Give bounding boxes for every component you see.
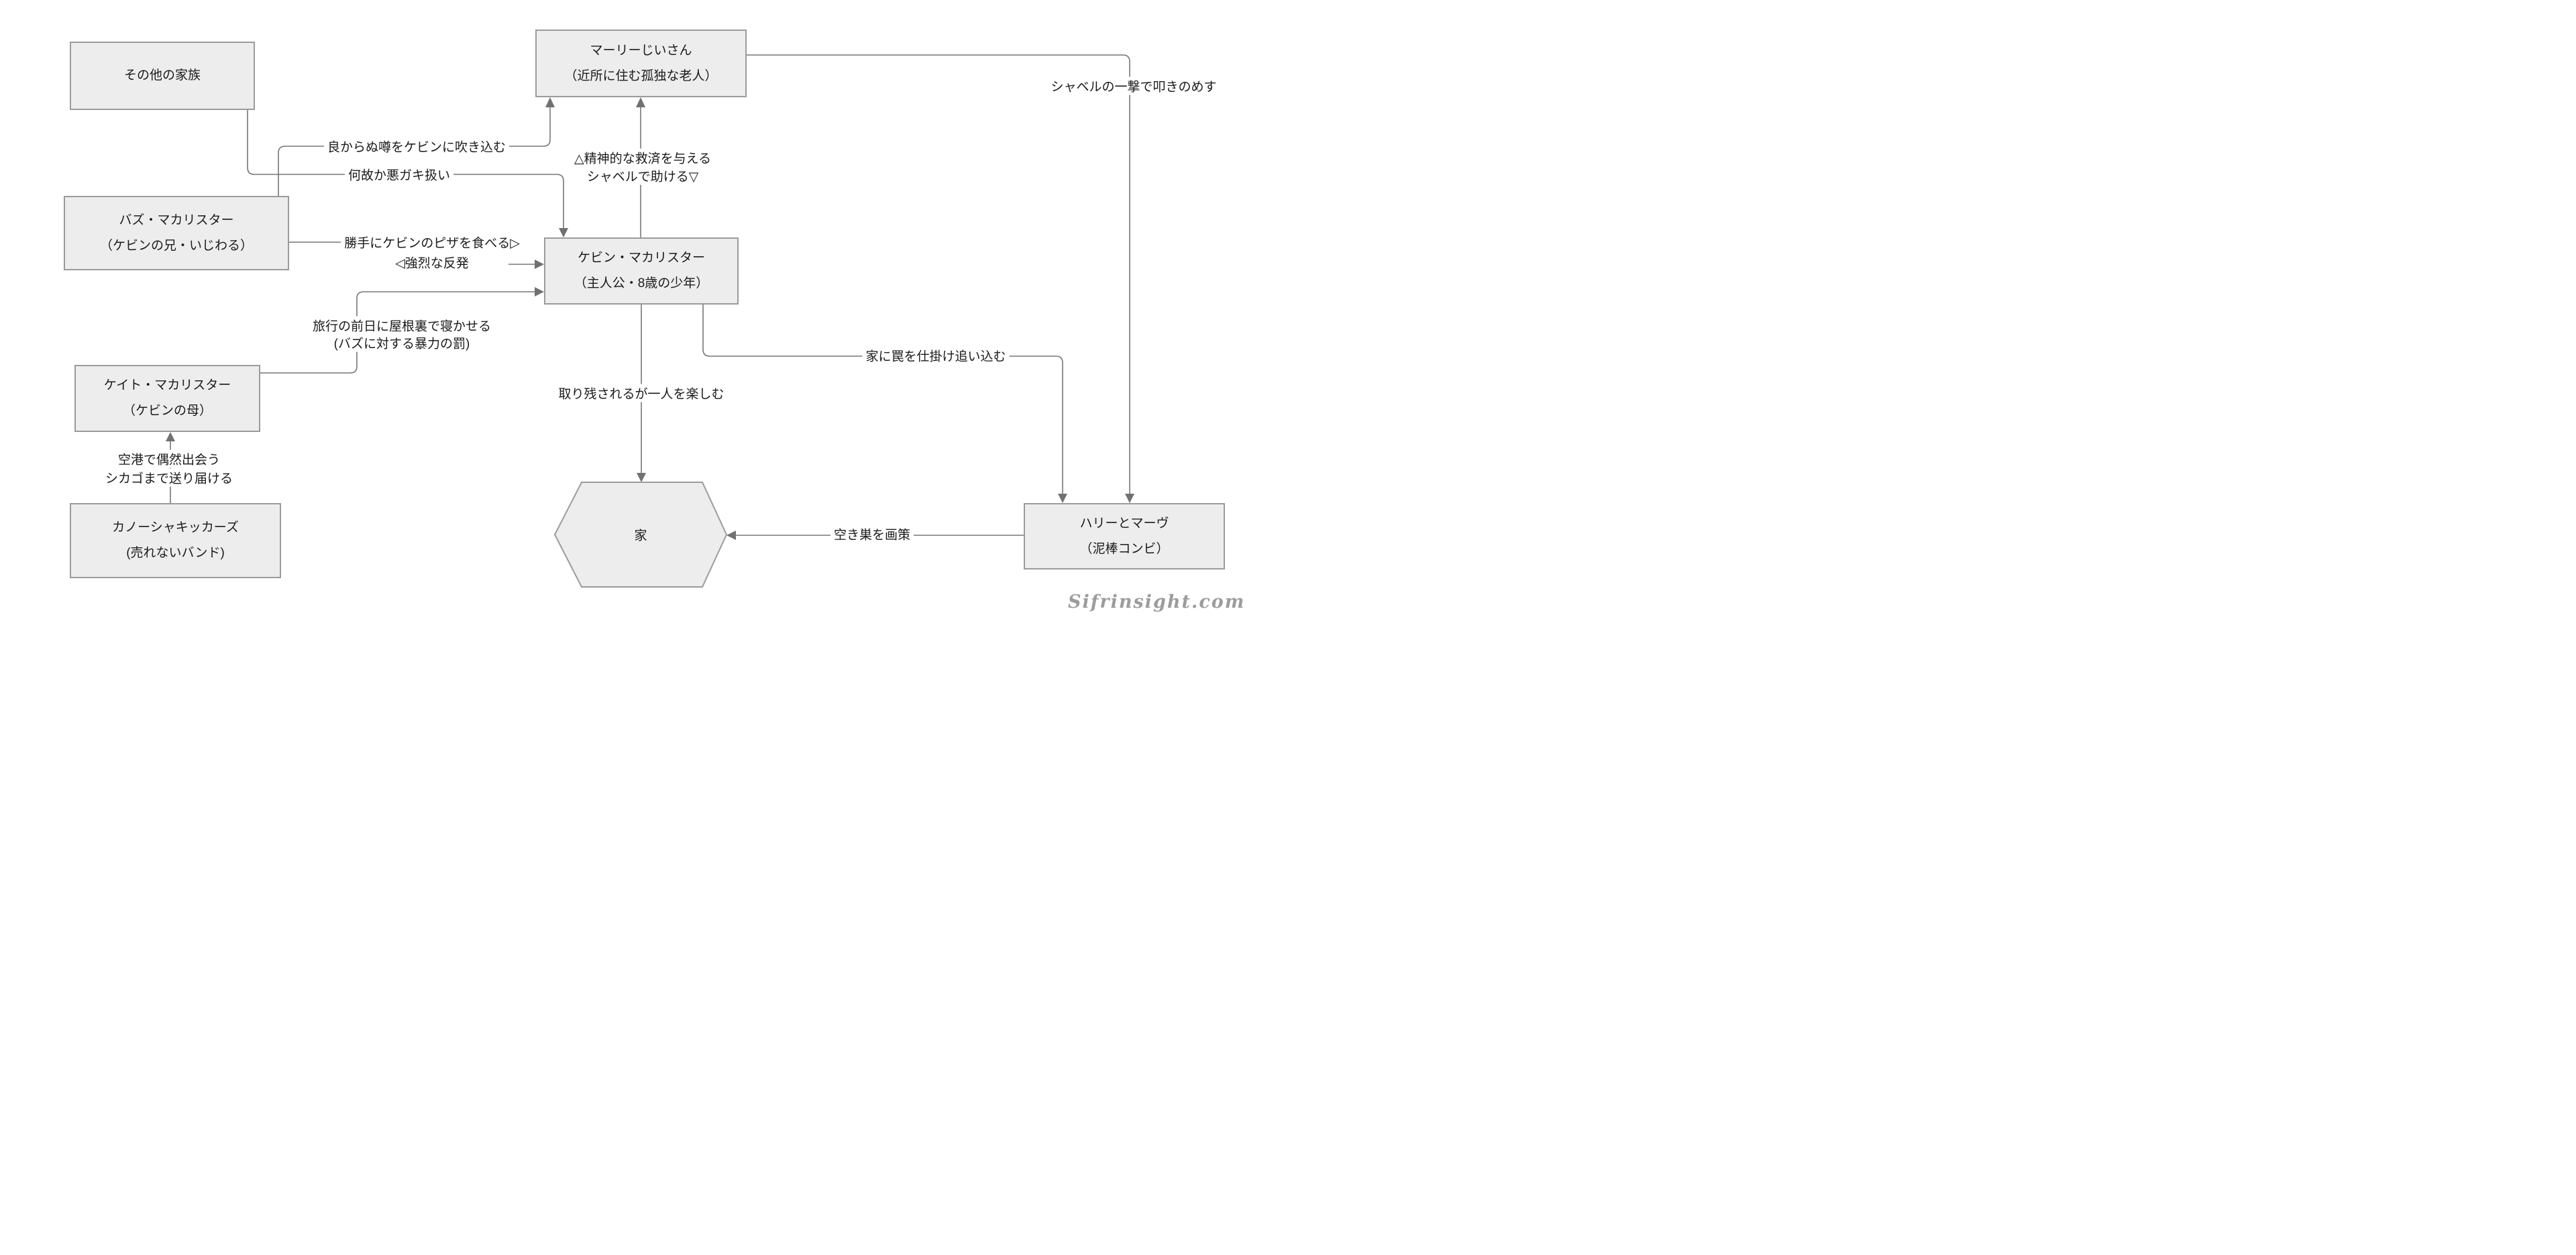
edge-label-burglary: 空き巣を画策 <box>830 525 914 543</box>
edge-label-airport2: シカゴまで送り届ける <box>101 468 237 487</box>
node-marley: マーリーじいさん （近所に住む孤独な老人） <box>535 30 747 97</box>
arrowhead <box>535 287 544 296</box>
node-buzz: バズ・マカリスター （ケビンの兄・いじわる） <box>64 196 289 270</box>
edge-label-attic2: (バズに対する暴力の罰) <box>330 333 474 352</box>
node-sublabel: （近所に住む孤独な老人） <box>564 68 718 83</box>
arrowhead <box>636 97 645 107</box>
arrowhead <box>545 97 555 107</box>
edge-label-bad-kid: 何故か悪ガキ扱い <box>344 165 454 184</box>
node-harry: ハリーとマーヴ （泥棒コンビ） <box>1024 503 1225 569</box>
node-label: カノーシャキッカーズ <box>112 521 239 535</box>
node-kevin: ケビン・マカリスター （主人公・8歳の少年） <box>544 237 739 305</box>
edge-label-attic1: 旅行の前日に屋根裏で寝かせる <box>309 316 495 335</box>
watermark-sifrinsight: Sifrinsight.com <box>1068 592 1246 612</box>
node-sublabel: （主人公・8歳の少年） <box>574 276 709 290</box>
node-label: ハリーとマーヴ <box>1079 516 1169 531</box>
edge-label-pizza: 勝手にケビンのピザを食べる▷ <box>341 233 523 252</box>
relationship-diagram: その他の家族 マーリーじいさん （近所に住む孤独な老人） バズ・マカリスター （… <box>0 0 1288 628</box>
edge-label-left-alone: 取り残されるが一人を楽しむ <box>555 384 728 402</box>
node-sublabel: （泥棒コンビ） <box>1079 541 1169 556</box>
edge-label-bad-rumor: 良からぬ噂をケビンに吹き込む <box>323 137 510 156</box>
node-label: ケイト・マカリスター <box>103 378 231 392</box>
node-home-label: 家 <box>634 529 647 543</box>
edge-kevin-to-harry <box>702 305 1063 494</box>
node-label: その他の家族 <box>123 68 201 83</box>
arrowhead <box>559 228 568 237</box>
arrowhead <box>637 473 646 482</box>
node-sublabel: （ケビンの母） <box>122 404 212 418</box>
node-other-family: その他の家族 <box>70 42 255 110</box>
arrowhead <box>1058 494 1067 503</box>
node-sublabel: (売れないバンド) <box>126 546 225 560</box>
arrowhead <box>166 432 175 441</box>
edge-label-salvation: △精神的な救済を与える <box>570 148 715 167</box>
edge-label-trap: 家に罠を仕掛け追い込む <box>862 346 1010 365</box>
node-sublabel: （ケビンの兄・いじわる） <box>99 238 253 253</box>
node-kate: ケイト・マカリスター （ケビンの母） <box>74 365 260 432</box>
edge-label-shovel-help: シャベルで助ける▽ <box>583 166 702 185</box>
edge-label-airport1: 空港で偶然出会う <box>114 449 224 468</box>
arrowhead <box>535 260 544 269</box>
node-band: カノーシャキッカーズ (売れないバンド) <box>70 503 281 578</box>
edge-label-shovel-hit: シャベルの一撃で叩きのめす <box>1047 76 1220 95</box>
arrowhead <box>727 531 736 540</box>
node-label: ケビン・マカリスター <box>577 251 705 265</box>
edge-label-backlash: ◁強烈な反発 <box>392 253 472 272</box>
node-label: バズ・マカリスター <box>119 213 234 227</box>
node-home-hexagon <box>553 482 728 588</box>
node-label: マーリーじいさん <box>590 43 692 58</box>
arrowhead <box>1125 494 1134 503</box>
edge-marley-to-harry <box>747 54 1130 494</box>
